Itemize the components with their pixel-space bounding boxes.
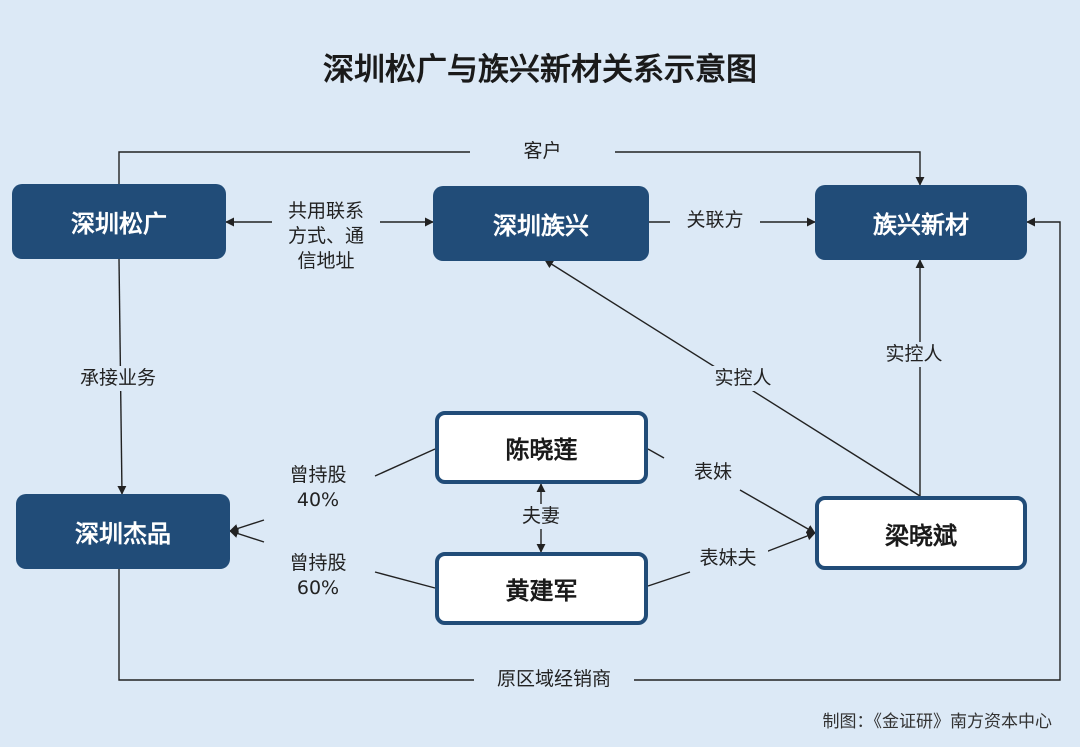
label-share60: 曾持股 60% <box>277 551 359 601</box>
node-songguang: 深圳松广 <box>12 184 226 259</box>
edge-share60 <box>374 571 436 589</box>
label-spouse: 夫妻 <box>508 504 574 529</box>
label-controller-left: 实控人 <box>700 366 786 391</box>
node-jiepin: 深圳杰品 <box>16 494 230 569</box>
edge-share40-arrow <box>229 519 265 533</box>
label-share60-value: 60% <box>296 577 340 599</box>
edge-cousin-arrow <box>739 489 816 534</box>
edge-cousin-husband-arrow <box>762 531 816 554</box>
label-share40: 曾持股 40% <box>277 463 359 513</box>
node-huang-jianjun: 黄建军 <box>435 552 648 625</box>
node-liang-xiaobin: 梁晓斌 <box>815 496 1027 570</box>
edge-cousin-husband <box>647 571 691 587</box>
label-shared-contact-line1: 共用联系 <box>287 200 364 222</box>
label-shared-contact-line3: 信地址 <box>297 250 355 272</box>
label-shared-contact: 共用联系 方式、通 信地址 <box>272 199 380 274</box>
label-customer: 客户 <box>470 139 615 164</box>
diagram-title: 深圳松广与族兴新材关系示意图 <box>323 52 757 88</box>
label-controller-right: 实控人 <box>872 342 956 367</box>
node-chen-xiaolian: 陈晓莲 <box>435 411 648 484</box>
node-shenzhen-zuxing: 深圳族兴 <box>433 186 649 261</box>
node-zuxing-xincai: 族兴新材 <box>815 185 1027 260</box>
label-related-party: 关联方 <box>670 208 760 233</box>
edge-share60-arrow <box>229 529 265 543</box>
label-undertake-business: 承接业务 <box>66 366 170 391</box>
label-cousin-husband: 表妹夫 <box>688 546 768 571</box>
label-share40-text: 曾持股 <box>289 464 347 486</box>
credit-text: 制图：《金证研》南方资本中心 <box>822 712 1053 732</box>
label-former-distributor: 原区域经销商 <box>474 667 634 692</box>
label-share40-value: 40% <box>296 489 340 511</box>
edge-share40 <box>374 448 436 477</box>
label-share60-text: 曾持股 <box>289 552 347 574</box>
label-shared-contact-line2: 方式、通 <box>287 225 364 247</box>
label-cousin: 表妹 <box>682 460 744 485</box>
edge-cousin <box>647 448 665 459</box>
edge-former-distributor <box>118 217 1061 681</box>
